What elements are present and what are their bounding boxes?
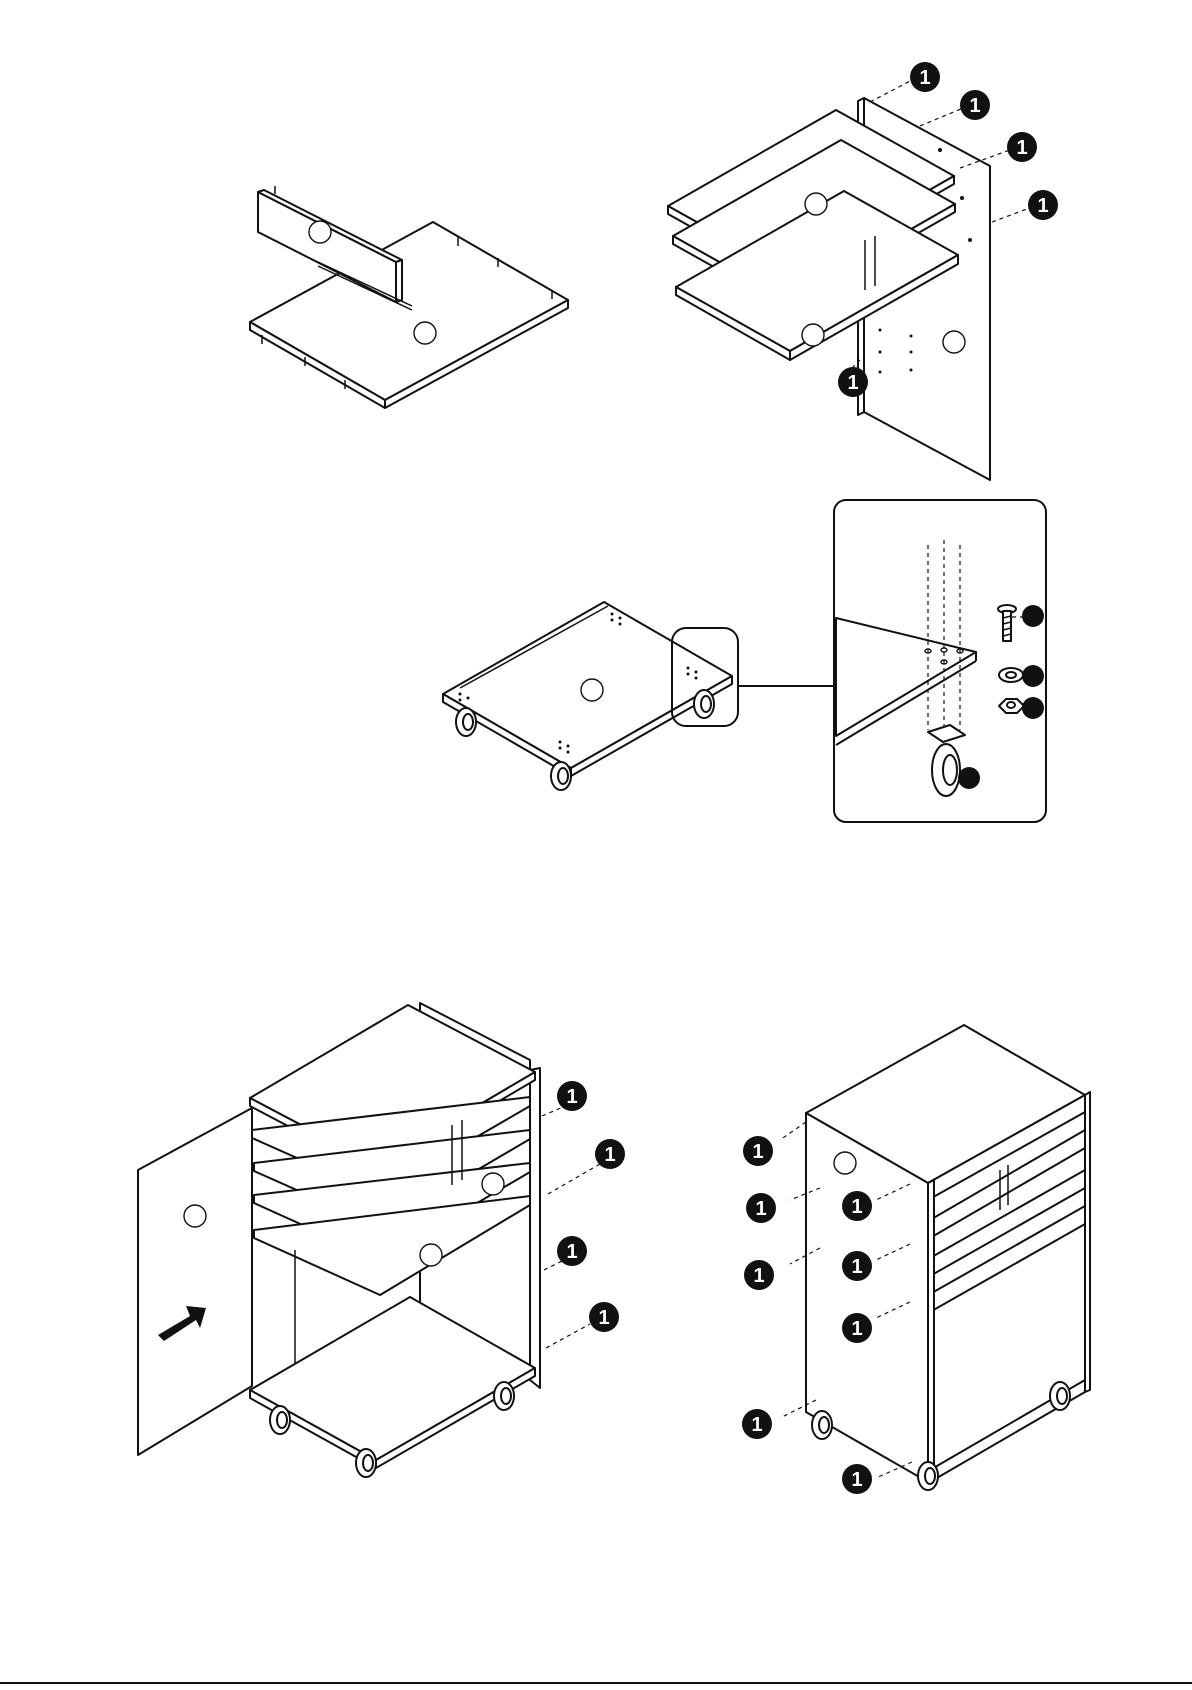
marker-number: 1 xyxy=(566,1241,577,1263)
step-left-panel xyxy=(138,1003,600,1477)
part-number-marker: 1 xyxy=(742,1409,772,1439)
part-number-marker: 1 xyxy=(838,367,868,397)
part-number-marker: 1 xyxy=(1028,190,1058,220)
part-number-marker: 1 xyxy=(960,90,990,120)
part-number-marker: 1 xyxy=(842,1313,872,1343)
marker-number: 1 xyxy=(755,1198,766,1220)
part-number-marker xyxy=(958,767,980,789)
washer-icon xyxy=(999,668,1023,682)
part-label-circle xyxy=(482,1173,504,1195)
marker-number: 1 xyxy=(604,1144,615,1166)
part-number-marker: 1 xyxy=(595,1139,625,1169)
part-number-marker: 1 xyxy=(842,1464,872,1494)
marker-number: 1 xyxy=(1037,195,1048,217)
marker-number: 1 xyxy=(919,67,930,89)
part-number-marker: 1 xyxy=(557,1081,587,1111)
marker-number: 1 xyxy=(1016,137,1027,159)
caster-wheel-icon xyxy=(928,725,965,796)
part-number-marker: 1 xyxy=(589,1302,619,1332)
part-number-marker xyxy=(1022,697,1044,719)
step-completed-cart xyxy=(780,1025,1090,1490)
part-label-circle xyxy=(420,1244,442,1266)
screw-icon xyxy=(998,605,1016,641)
marker-number: 1 xyxy=(751,1414,762,1436)
marker-number: 1 xyxy=(851,1196,862,1218)
marker-number: 1 xyxy=(598,1307,609,1329)
marker-number: 1 xyxy=(851,1469,862,1491)
step-shelves-side-panel xyxy=(668,80,1035,480)
part-number-marker xyxy=(1022,605,1044,627)
part-number-marker: 1 xyxy=(557,1236,587,1266)
marker-badge xyxy=(1022,665,1044,687)
part-label-circle xyxy=(414,322,436,344)
nut-icon xyxy=(999,699,1024,713)
part-label-circle xyxy=(943,331,965,353)
part-label-circle xyxy=(581,679,603,701)
part-number-marker xyxy=(1022,665,1044,687)
part-number-marker: 1 xyxy=(842,1191,872,1221)
part-number-marker: 1 xyxy=(743,1136,773,1166)
marker-number: 1 xyxy=(752,1141,763,1163)
marker-badge xyxy=(1022,697,1044,719)
step-casters xyxy=(443,500,1046,822)
part-label-circle xyxy=(309,221,331,243)
marker-number: 1 xyxy=(969,95,980,117)
part-number-marker: 1 xyxy=(744,1260,774,1290)
part-number-marker: 1 xyxy=(842,1251,872,1281)
part-number-marker: 1 xyxy=(746,1193,776,1223)
marker-number: 1 xyxy=(753,1265,764,1287)
part-label-circle xyxy=(802,324,824,346)
part-number-marker: 1 xyxy=(1007,132,1037,162)
marker-number: 1 xyxy=(851,1318,862,1340)
part-label-circle xyxy=(805,193,827,215)
marker-number: 1 xyxy=(566,1086,577,1108)
left-side-panel xyxy=(138,1108,252,1455)
marker-badge xyxy=(1022,605,1044,627)
part-label-circle xyxy=(834,1152,856,1174)
right-side-panel xyxy=(530,1068,540,1388)
step-base-divider xyxy=(250,186,568,408)
part-number-marker: 1 xyxy=(910,62,940,92)
marker-number: 1 xyxy=(851,1256,862,1278)
marker-badge xyxy=(958,767,980,789)
part-label-circle xyxy=(184,1205,206,1227)
marker-number: 1 xyxy=(847,372,858,394)
